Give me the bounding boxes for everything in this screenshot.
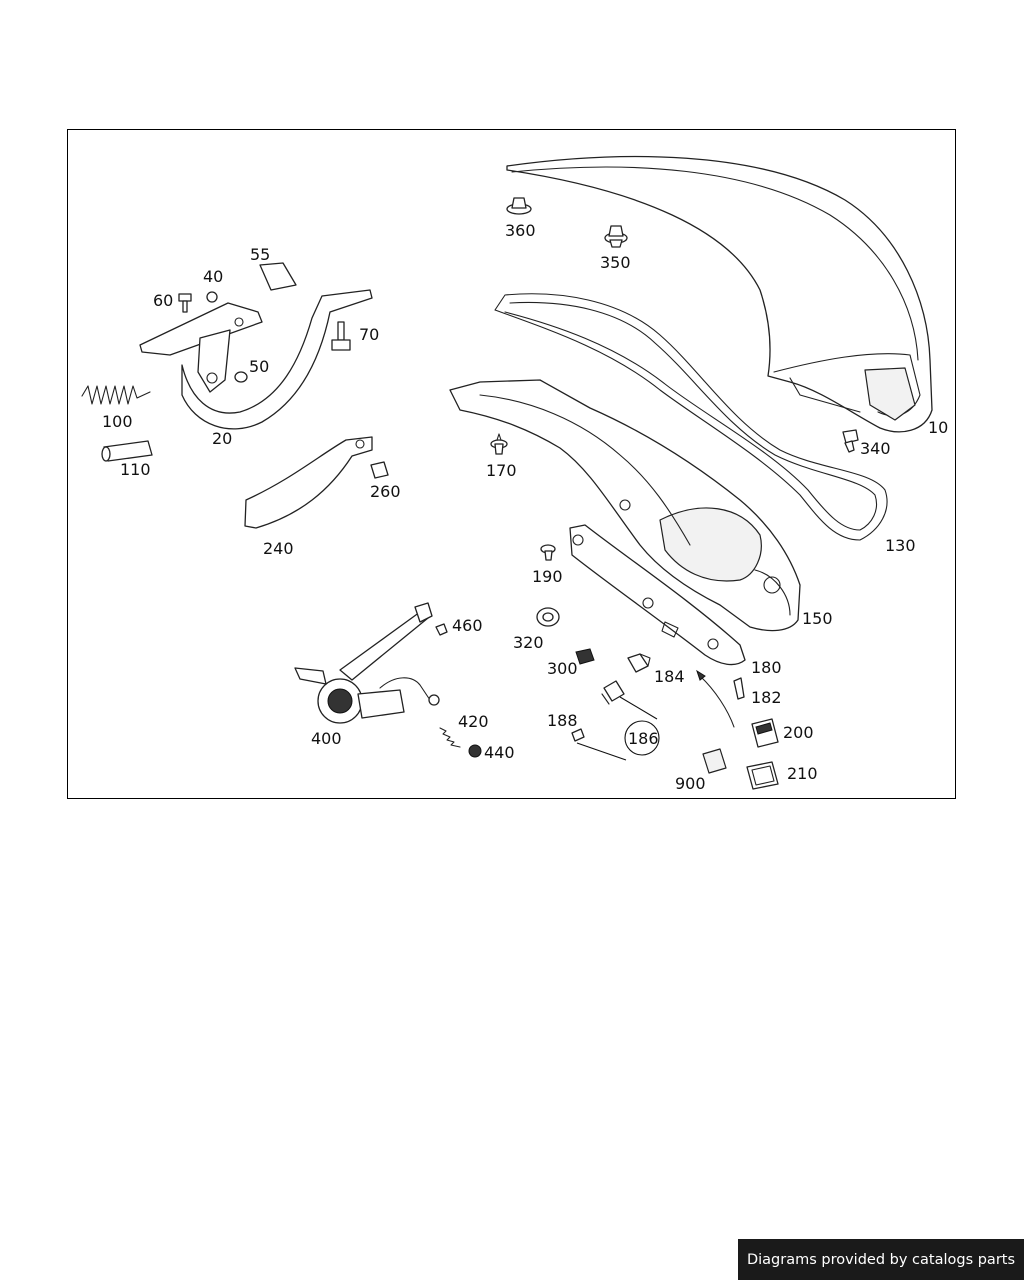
callout-340: 340 xyxy=(860,439,891,458)
callout-400: 400 xyxy=(311,729,342,748)
callout-300: 300 xyxy=(547,659,578,678)
callout-180: 180 xyxy=(751,658,782,677)
part-40-washer[interactable] xyxy=(206,291,218,303)
part-340-bumper[interactable] xyxy=(842,429,859,453)
part-360-clip[interactable] xyxy=(506,197,532,215)
part-10-trunk-lid[interactable] xyxy=(506,155,933,433)
callout-420: 420 xyxy=(458,712,489,731)
callout-186: 186 xyxy=(628,729,659,748)
part-240-arm[interactable] xyxy=(244,436,373,529)
callout-55: 55 xyxy=(250,245,270,264)
footer-text: Diagrams provided by catalogs parts xyxy=(746,1251,1016,1268)
part-180-handle-strip[interactable] xyxy=(569,524,746,666)
callout-110: 110 xyxy=(120,460,151,479)
callout-350: 350 xyxy=(600,253,631,272)
callout-60: 60 xyxy=(153,291,173,310)
callout-184: 184 xyxy=(654,667,685,686)
callout-10: 10 xyxy=(928,418,948,437)
part-184-bracket[interactable] xyxy=(627,653,651,673)
part-190-clip[interactable] xyxy=(540,544,556,561)
arrow-head xyxy=(696,669,706,681)
part-188-pin[interactable] xyxy=(571,728,585,742)
part-440-nut[interactable] xyxy=(468,744,482,758)
callout-900: 900 xyxy=(675,774,706,793)
callout-190: 190 xyxy=(532,567,563,586)
callout-360: 360 xyxy=(505,221,536,240)
callout-200: 200 xyxy=(783,723,814,742)
part-200-switch[interactable] xyxy=(751,718,779,748)
part-420-spring[interactable] xyxy=(439,727,461,748)
callout-182: 182 xyxy=(751,688,782,707)
part-210-housing[interactable] xyxy=(746,761,779,790)
callout-210: 210 xyxy=(787,764,818,783)
callout-circle-186 xyxy=(624,720,660,756)
part-100-spring[interactable] xyxy=(81,385,151,405)
part-460-bolt[interactable] xyxy=(435,623,448,636)
part-50-bushing[interactable] xyxy=(234,371,248,383)
callout-240: 240 xyxy=(263,539,294,558)
part-400-drive-motor[interactable] xyxy=(294,602,440,724)
footer-banner: Diagrams provided by catalogs parts xyxy=(738,1239,1024,1280)
callout-440: 440 xyxy=(484,743,515,762)
part-20-hinge[interactable] xyxy=(139,289,373,430)
part-130-seal[interactable] xyxy=(494,293,888,541)
callout-170: 170 xyxy=(486,461,517,480)
direction-arrow xyxy=(699,675,735,728)
part-186-camera[interactable] xyxy=(601,680,625,705)
callout-320: 320 xyxy=(513,633,544,652)
callout-188: 188 xyxy=(547,711,578,730)
part-150-trim-panel[interactable] xyxy=(449,379,801,632)
callout-20: 20 xyxy=(212,429,232,448)
callout-260: 260 xyxy=(370,482,401,501)
callout-150: 150 xyxy=(802,609,833,628)
part-70-bolt[interactable] xyxy=(331,321,351,351)
part-350-buffer[interactable] xyxy=(604,225,628,248)
part-300-sensor[interactable] xyxy=(575,648,595,665)
callout-labels: 10 20 40 50 55 60 70 100 110 130 150 170… xyxy=(102,221,948,793)
diagram-frame xyxy=(67,129,956,799)
callout-460: 460 xyxy=(452,616,483,635)
part-900-label[interactable] xyxy=(702,748,727,774)
part-60-bolt[interactable] xyxy=(178,293,192,313)
part-260-clip[interactable] xyxy=(370,461,389,479)
callout-40: 40 xyxy=(203,267,223,286)
callout-100: 100 xyxy=(102,412,133,431)
callout-50: 50 xyxy=(249,357,269,376)
leader-186 xyxy=(576,696,658,761)
callout-130: 130 xyxy=(885,536,916,555)
callout-70: 70 xyxy=(359,325,379,344)
part-55-bracket[interactable] xyxy=(259,262,297,291)
part-110-sleeve[interactable] xyxy=(101,440,153,462)
part-170-clip[interactable] xyxy=(490,433,508,455)
part-182-clip[interactable] xyxy=(733,677,745,700)
part-320-grommet[interactable] xyxy=(536,607,560,627)
